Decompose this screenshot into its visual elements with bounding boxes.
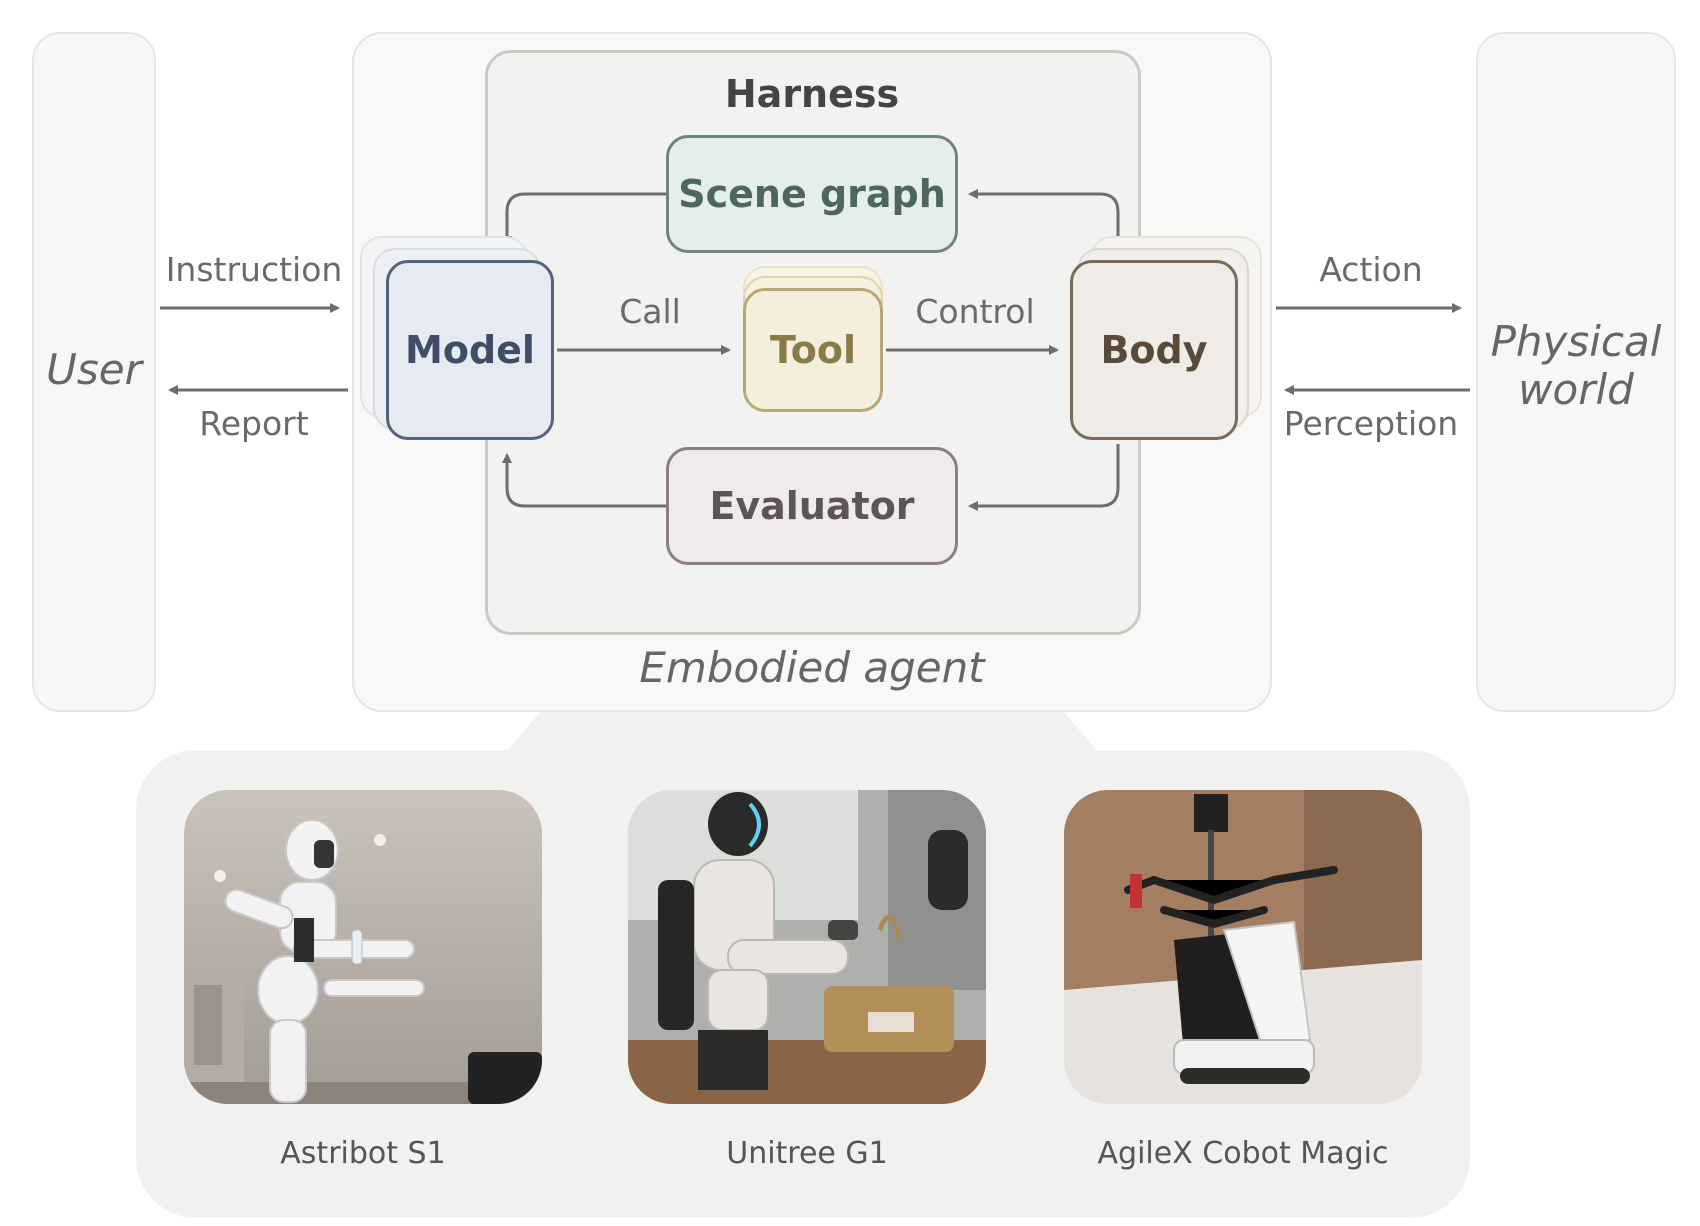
call-label: Call xyxy=(619,292,681,331)
user-label: User xyxy=(46,345,142,394)
robot-photo-unitree xyxy=(628,790,986,1104)
scene-graph-to-model-arrow xyxy=(502,192,666,246)
physical-world-label: Physical world xyxy=(1490,317,1662,414)
evaluator-to-model-arrow xyxy=(502,453,666,508)
model-node: Model xyxy=(386,260,554,440)
embodied-agent-label: Embodied agent xyxy=(639,643,985,692)
user-panel xyxy=(32,32,156,712)
control-label: Control xyxy=(915,292,1035,331)
body-to-scene-graph-arrow xyxy=(968,189,1120,257)
report-label: Report xyxy=(199,404,309,443)
robot-caption-unitree: Unitree G1 xyxy=(726,1136,888,1171)
evaluator-node: Evaluator xyxy=(666,447,958,565)
tool-label: Tool xyxy=(769,328,857,372)
robot-caption-astribot: Astribot S1 xyxy=(280,1136,446,1171)
physical-world-panel xyxy=(1476,32,1676,712)
body-label: Body xyxy=(1100,328,1208,372)
instruction-label: Instruction xyxy=(165,250,343,289)
body-node: Body xyxy=(1070,260,1238,440)
body-to-evaluator-arrow xyxy=(968,444,1120,511)
harness-title: Harness xyxy=(724,72,900,116)
robot-photo-astribot xyxy=(184,790,542,1104)
scene-graph-label: Scene graph xyxy=(678,172,946,216)
action-label: Action xyxy=(1319,250,1423,289)
perception-label: Perception xyxy=(1283,404,1459,443)
robot-caption-agilex: AgileX Cobot Magic xyxy=(1097,1136,1389,1171)
scene-graph-node: Scene graph xyxy=(666,135,958,253)
model-label: Model xyxy=(405,328,535,372)
tool-node: Tool xyxy=(743,288,883,412)
evaluator-label: Evaluator xyxy=(709,484,915,528)
robot-photo-agilex xyxy=(1064,790,1422,1104)
